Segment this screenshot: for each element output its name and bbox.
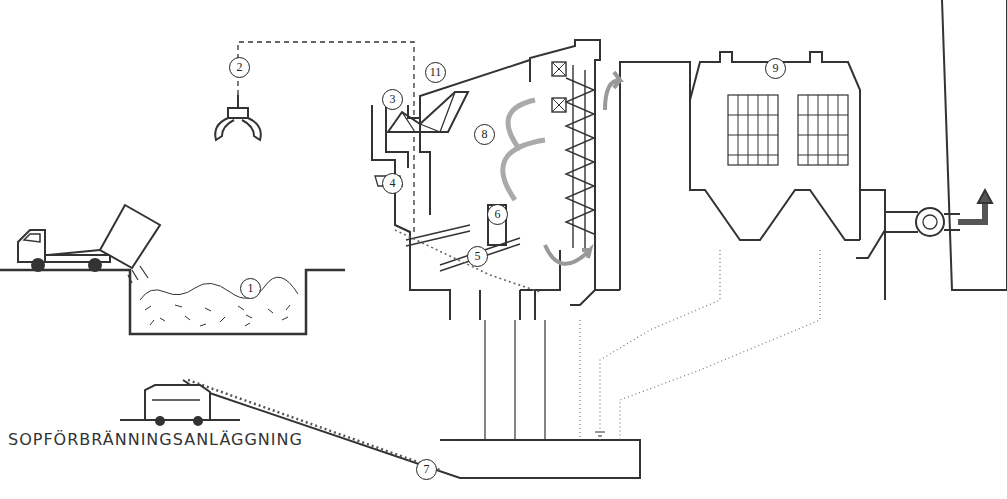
furnace bbox=[372, 60, 560, 320]
refuse-pit bbox=[0, 270, 345, 334]
grab-crane bbox=[215, 95, 261, 140]
boiler bbox=[503, 40, 690, 305]
callout-number: 5 bbox=[467, 246, 488, 267]
callout-number: 8 bbox=[474, 124, 495, 145]
refuse bbox=[140, 277, 298, 326]
callout-number: 2 bbox=[229, 57, 250, 78]
crane-path bbox=[238, 42, 414, 232]
callout-number: 1 bbox=[240, 278, 261, 299]
callout-number: 7 bbox=[416, 459, 437, 480]
fan-and-chimney bbox=[916, 0, 1007, 290]
callout-number: 11 bbox=[425, 62, 446, 83]
callout-number: 4 bbox=[382, 173, 403, 194]
ash-truck bbox=[120, 385, 240, 425]
tipping-truck bbox=[18, 205, 160, 283]
callout-number: 6 bbox=[487, 204, 508, 225]
electrostatic-precipitator bbox=[690, 52, 918, 300]
callout-number: 9 bbox=[765, 58, 786, 79]
plant-title: SOPFÖRBRÄNNINGSANLÄGGNING bbox=[8, 430, 303, 449]
callout-number: 3 bbox=[382, 89, 403, 110]
